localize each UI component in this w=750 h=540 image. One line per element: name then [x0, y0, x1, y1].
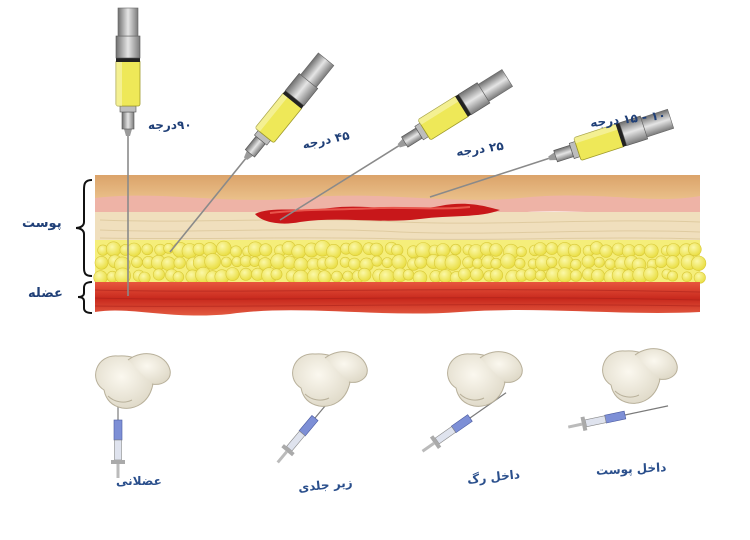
hand-intradermal: [567, 348, 678, 431]
hand-intravenous: [421, 351, 523, 453]
hand-subcutaneous: [276, 351, 368, 464]
muscle-bracket: [77, 281, 93, 314]
syringe-90-degrees: [115, 7, 141, 296]
hand-intramuscular: [95, 353, 171, 478]
skin-label: پوست: [22, 216, 62, 231]
skin-bracket: [75, 179, 93, 277]
fat-cells: [93, 240, 707, 286]
vein-highlight: [269, 206, 471, 214]
muscle-fibers: [94, 289, 701, 307]
syringe-25-degrees: [279, 69, 513, 221]
syringe-45-degrees: [169, 52, 335, 253]
syringes-group: [115, 7, 675, 296]
muscle-label: عضله: [28, 286, 63, 301]
hands-group: [95, 348, 678, 478]
pink-dermis-band: [95, 195, 700, 218]
angle-label-90: ۹۰درجه: [148, 118, 192, 132]
method-label-intramuscular: عضلانی: [116, 474, 162, 488]
syringe-10-15-degrees: [429, 108, 675, 198]
tissue-section: [93, 175, 707, 316]
